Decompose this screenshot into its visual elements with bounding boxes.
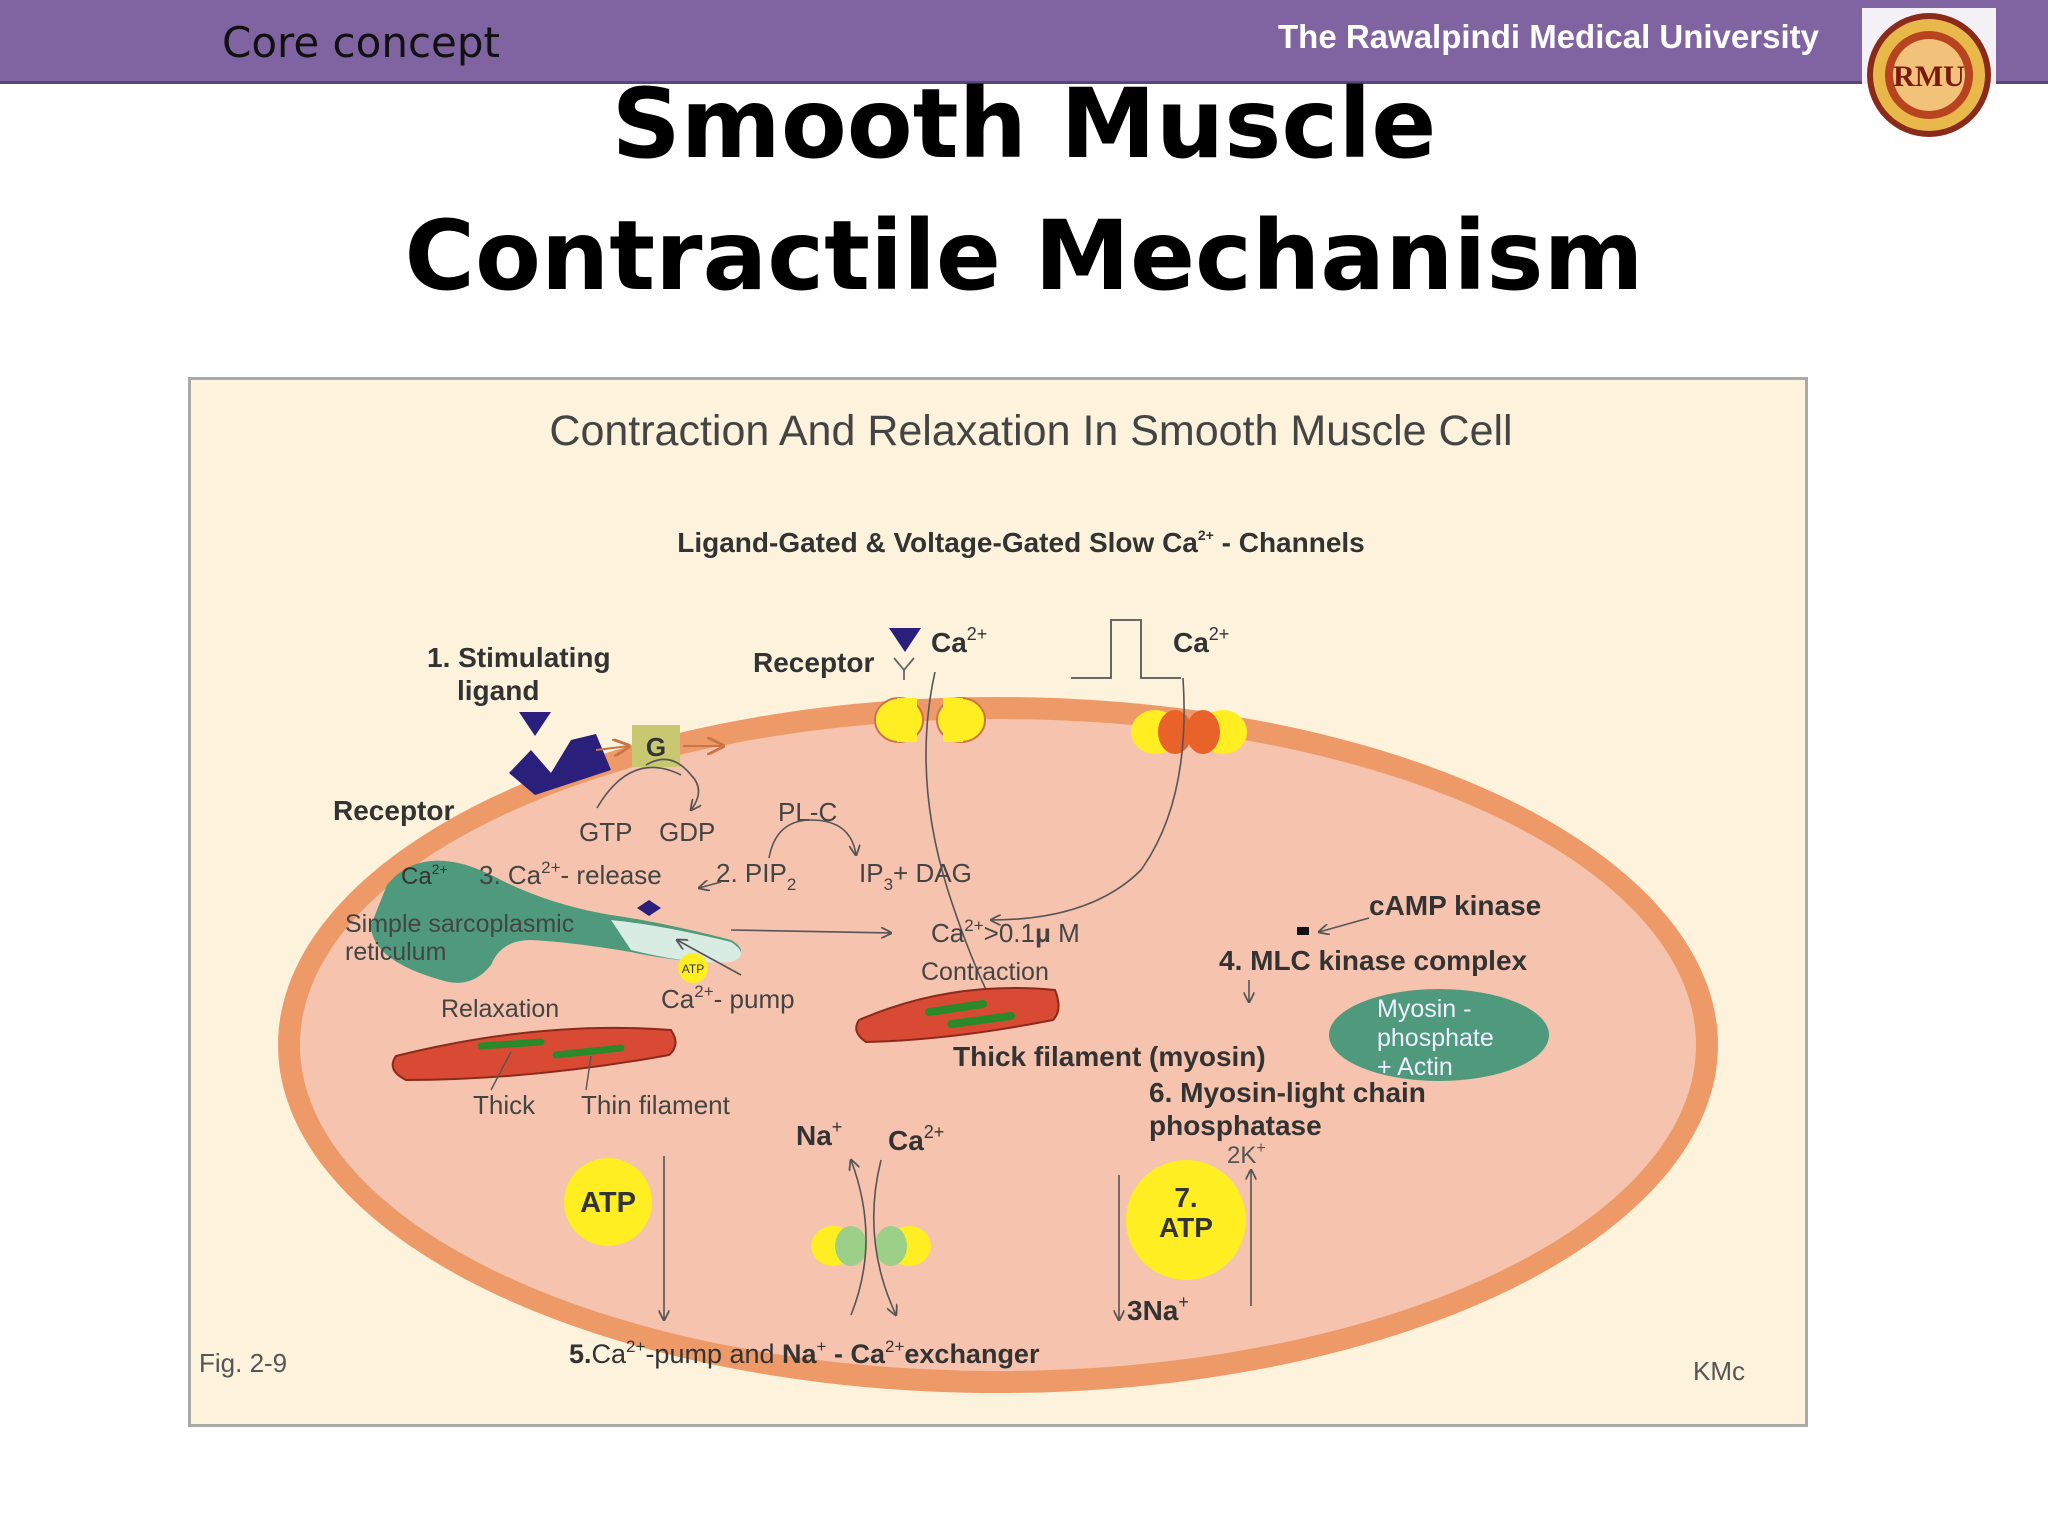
contraction-label: Contraction xyxy=(921,958,1049,986)
ca-threshold-label: Ca2+>0.1μ M xyxy=(931,916,1080,948)
stimulating-ligand-label-1: 1. Stimulating xyxy=(427,642,611,673)
ip3-dag-label: IP3+ DAG xyxy=(859,858,972,894)
stimulating-ligand-label-2: ligand xyxy=(457,675,539,706)
mlc-phosphatase-2: phosphatase xyxy=(1149,1110,1322,1141)
contracted-muscle-cell xyxy=(855,987,1060,1044)
receptor-shape-icon xyxy=(509,734,611,795)
mlc-phosphatase-1: 6. Myosin-light chain xyxy=(1149,1077,1426,1108)
fig-number: Fig. 2-9 xyxy=(199,1348,287,1378)
camp-dot-icon xyxy=(1297,927,1309,935)
section-label: Core concept xyxy=(222,18,501,67)
page-title-line2: Contractile Mechanism xyxy=(404,200,1644,312)
mlc-kinase-label: 4. MLC kinase complex xyxy=(1219,945,1528,976)
ligand-triangle-icon xyxy=(519,712,551,736)
sr-label-2: reticulum xyxy=(345,938,446,966)
channels-label: Ligand-Gated & Voltage-Gated Slow Ca2+ -… xyxy=(677,527,1365,558)
na-ca-exchanger-channel xyxy=(811,1226,931,1266)
sr-atp-icon xyxy=(678,953,708,983)
figure-title: Contraction And Relaxation In Smooth Mus… xyxy=(549,407,1512,455)
ca-pump-label: Ca2+- pump xyxy=(661,982,795,1014)
sr-ca-label: Ca2+ xyxy=(401,861,448,890)
receptor-top-label: Receptor xyxy=(753,647,874,678)
atp-left-label: ATP xyxy=(580,1187,636,1219)
receptor-left-label: Receptor xyxy=(333,795,454,826)
author-label: KMc xyxy=(1693,1356,1745,1386)
page-title-line1: Smooth Muscle xyxy=(611,68,1437,180)
atp-right-circle xyxy=(1126,1160,1246,1280)
ca-release-label: 3. Ca2+- release xyxy=(479,858,662,890)
relaxed-muscle-cell xyxy=(391,1026,677,1082)
header-bar: Core concept The Rawalpindi Medical Univ… xyxy=(0,0,2048,84)
myosin-phosphate-2: phosphate xyxy=(1377,1024,1494,1052)
university-logo: RMU xyxy=(1862,8,1996,142)
three-na-label: 3Na+ xyxy=(1127,1292,1189,1326)
svg-text:ATP: ATP xyxy=(682,962,704,976)
two-k-label: 2K+ xyxy=(1227,1140,1266,1169)
receptor-operated-channel xyxy=(874,697,986,743)
na-exchanger-label: Na+ xyxy=(796,1117,842,1151)
atp-left-circle xyxy=(564,1158,652,1246)
gdp-label: GDP xyxy=(659,817,715,847)
myosin-phosphate-3: + Actin xyxy=(1377,1053,1453,1081)
myosin-phosphate-ellipse xyxy=(1329,989,1549,1081)
gtp-label: GTP xyxy=(579,817,632,847)
ip3-receptor-icon xyxy=(637,900,661,916)
g-protein-label: G xyxy=(646,732,666,762)
relaxation-label: Relaxation xyxy=(441,995,559,1023)
atp-right-label-2: ATP xyxy=(1159,1212,1213,1243)
myosin-phosphate-1: Myosin - xyxy=(1377,995,1471,1023)
pip2-label: 2. PIP2 xyxy=(716,858,796,894)
camp-kinase-label: cAMP kinase xyxy=(1369,890,1541,921)
exchanger-caption: 5.Ca2+-pump and Na+ - Ca2+exchanger xyxy=(569,1337,1040,1369)
figure-panel: Contraction And Relaxation In Smooth Mus… xyxy=(188,377,1808,1427)
ca-receptor-label: Ca2+ xyxy=(931,624,987,658)
thick-filament-label: Thick filament (myosin) xyxy=(953,1041,1266,1072)
atp-right-label-1: 7. xyxy=(1174,1182,1197,1213)
thin-filament-label: Thin filament xyxy=(581,1090,731,1120)
ca-voltage-label: Ca2+ xyxy=(1173,624,1229,658)
ca-exchanger-label: Ca2+ xyxy=(888,1122,944,1156)
thick-label: Thick xyxy=(473,1090,536,1120)
receptor-ligand-icon xyxy=(889,628,921,652)
university-name: The Rawalpindi Medical University xyxy=(1278,18,1819,55)
voltage-pulse-icon xyxy=(1071,619,1181,679)
smooth-muscle-diagram: Contraction And Relaxation In Smooth Mus… xyxy=(199,407,1745,1393)
sr-label-1: Simple sarcoplasmic xyxy=(345,910,574,938)
svg-text:RMU: RMU xyxy=(1893,60,1965,93)
